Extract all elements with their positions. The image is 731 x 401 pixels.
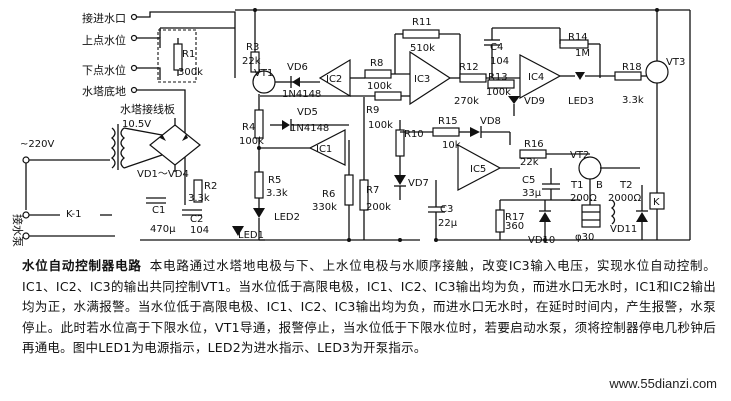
- label-T2-value: 2000Ω: [608, 193, 641, 204]
- label-tank-bottom: 水塔底地: [82, 84, 126, 98]
- label-R1-value: 300k: [178, 67, 203, 78]
- label-T1-value: 200Ω: [570, 193, 597, 204]
- label-R7-value: 200k: [366, 202, 391, 213]
- supply-rails: [235, 8, 691, 242]
- label-R18-value: 3.3k: [622, 95, 644, 106]
- label-mains: ~220V: [20, 139, 54, 150]
- comparators-ic1-ic2: VD6 1N4148 IC2 VD5 1N4148 IC1: [259, 58, 365, 166]
- label-C4: C4: [490, 42, 503, 53]
- label-R2: R2: [204, 181, 217, 192]
- label-R14-value: 1M: [575, 48, 590, 59]
- label-VD5: VD5: [297, 107, 318, 118]
- label-buzzer-diameter: φ30: [575, 232, 594, 243]
- label-R12: R12: [459, 62, 479, 73]
- label-VD8: VD8: [480, 116, 501, 127]
- label-LED3: LED3: [568, 96, 594, 107]
- comparator-ic4: R12 270k R13 100k C4 104 IC4 VD9 R14 1M …: [454, 10, 685, 185]
- label-R6: R6: [322, 189, 335, 200]
- label-relay-contact: K-1: [66, 209, 81, 220]
- label-IC2: IC2: [326, 74, 342, 85]
- label-IC3: IC3: [414, 74, 430, 85]
- label-R13-value: 100k: [486, 87, 511, 98]
- label-VD7: VD7: [408, 178, 429, 189]
- label-VD6: VD6: [287, 62, 308, 73]
- label-R18: R18: [622, 62, 642, 73]
- input-terminals: 接进水口 上点水位 下点水位 水塔底地 R1 300k 水塔接线板: [82, 11, 236, 205]
- label-VD9: VD9: [524, 96, 545, 107]
- label-terminal-board: 水塔接线板: [120, 102, 175, 116]
- label-R8: R8: [370, 58, 383, 69]
- label-VT3: VT3: [666, 57, 685, 68]
- label-VD6-value: 1N4148: [282, 89, 321, 100]
- alarm-stage-ic5: R15 10k VD8 IC5 R16 22k C5 33μ R17 360 V…: [400, 116, 665, 246]
- label-R6-value: 330k: [312, 202, 337, 213]
- label-bridge: VD1～VD4: [137, 169, 189, 180]
- label-C2-value: 104: [190, 225, 209, 236]
- label-tank-outlet: 接进水口: [82, 12, 126, 25]
- watermark: www.55dianzi.com: [609, 376, 717, 391]
- label-R15-value: 10k: [442, 140, 461, 151]
- label-R3: R3: [246, 42, 259, 53]
- label-R9: R9: [366, 105, 379, 116]
- label-LED2: LED2: [274, 212, 300, 223]
- label-B: B: [596, 180, 603, 191]
- label-R12-value: 270k: [454, 96, 479, 107]
- label-C2: C2: [190, 214, 203, 225]
- figure-caption: 水位自动控制器电路本电路通过水塔地电极与下、上水位电极与水顺序接触，改变IC3输…: [22, 256, 716, 359]
- label-C1: C1: [152, 205, 165, 216]
- label-IC1: IC1: [316, 144, 332, 155]
- label-C1-value: 470μ: [150, 224, 176, 235]
- label-R10: R10: [404, 129, 424, 140]
- label-R17-value: 360: [505, 221, 524, 232]
- label-IC4: IC4: [528, 72, 544, 83]
- label-R14: R14: [568, 32, 588, 43]
- label-R15: R15: [438, 116, 458, 127]
- label-R3-value: 22k: [242, 56, 261, 67]
- label-R16-value: 22k: [520, 157, 539, 168]
- label-R9-value: 100k: [368, 120, 393, 131]
- comparator-ic3: R8 100k R9 100k IC3 R11 510k R10 VD7 C3 …: [260, 17, 461, 240]
- label-relay-K: K: [653, 197, 660, 208]
- input-stage: R3 22k VT1 R4 100k R5 3.3k LED2 R6 330k …: [239, 10, 420, 241]
- label-LED1: LED1: [238, 230, 264, 241]
- label-R2-value: 3.3k: [188, 193, 210, 204]
- label-R5: R5: [268, 175, 281, 186]
- label-R4: R4: [242, 122, 255, 133]
- label-R16: R16: [524, 139, 544, 150]
- label-R11: R11: [412, 17, 432, 28]
- label-upper-level: 上点水位: [82, 33, 126, 47]
- circuit-schematic: 接进水口 上点水位 下点水位 水塔底地 R1 300k 水塔接线板 ~220V …: [11, 8, 691, 247]
- label-C5: C5: [522, 175, 535, 186]
- label-R8-value: 100k: [367, 81, 392, 92]
- label-transformer: 10.5V: [122, 119, 151, 130]
- label-VT2: VT2: [570, 150, 589, 161]
- label-VT1: VT1: [254, 68, 273, 79]
- label-C3: C3: [440, 204, 453, 215]
- label-pump: 接水泵: [11, 214, 24, 247]
- label-lower-level: 下点水位: [82, 63, 126, 77]
- caption-title: 水位自动控制器电路: [22, 258, 142, 273]
- label-C4-value: 104: [490, 56, 509, 67]
- label-R17: R17: [505, 212, 525, 223]
- label-C5-value: 33μ: [522, 188, 542, 199]
- label-R1: R1: [182, 49, 195, 60]
- label-R5-value: 3.3k: [266, 188, 288, 199]
- label-T1: T1: [570, 180, 583, 191]
- label-R13: R13: [488, 72, 508, 83]
- label-VD11: VD11: [610, 224, 637, 235]
- label-VD5-value: 1N4148: [290, 123, 329, 134]
- label-R11-value: 510k: [410, 43, 435, 54]
- caption-body: 本电路通过水塔地电极与下、上水位电极与水顺序接触，改变IC3输入电压，实现水位自…: [22, 258, 717, 355]
- label-R7: R7: [366, 185, 379, 196]
- label-R4-value: 100k: [239, 136, 264, 147]
- power-supply: ~220V 10.5V VD1～VD4 R2 3.3k C1 470μ C2 1…: [11, 118, 265, 247]
- label-IC5: IC5: [470, 164, 486, 175]
- label-C3-value: 22μ: [438, 218, 458, 229]
- label-T2: T2: [619, 180, 632, 191]
